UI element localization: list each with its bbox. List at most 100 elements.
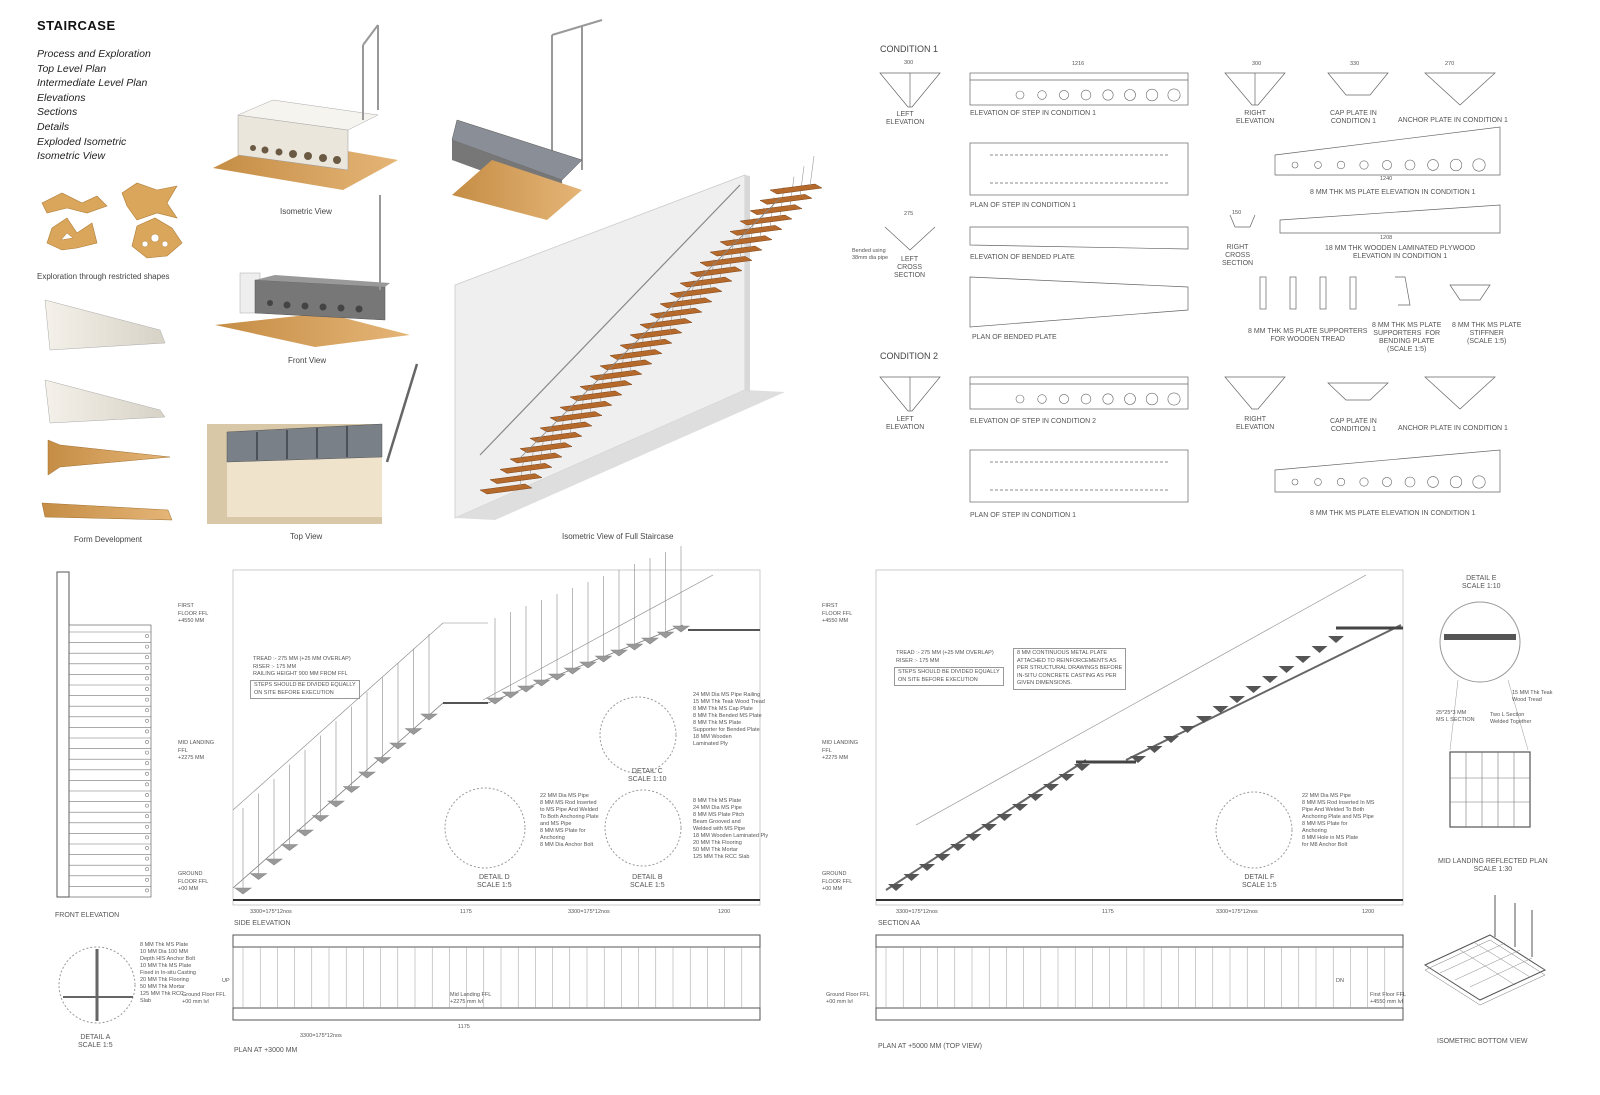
plate-hole	[1382, 477, 1392, 487]
section-bracket	[1196, 716, 1212, 723]
up-label: UP	[222, 978, 230, 984]
section-bracket	[1146, 746, 1163, 753]
step-hole	[1145, 88, 1159, 102]
section-aa-label: SECTION AA	[878, 920, 921, 927]
side-bracket	[404, 728, 423, 735]
section-first-floor-level: FIRST FLOOR FFL +4550 MM	[822, 603, 853, 624]
isometric-bottom-label: ISOMETRIC BOTTOM VIEW	[1437, 1038, 1528, 1045]
front-post-circle	[145, 824, 149, 829]
section-bracket	[1027, 794, 1044, 801]
section-bracket	[934, 854, 951, 861]
plate-hole	[1472, 475, 1486, 489]
stair-tread	[629, 328, 683, 340]
detail-d-callouts: 22 MM Dia MS Pipe 8 MM MS Rod Inserted t…	[540, 793, 599, 848]
menu-item[interactable]: Details	[37, 120, 70, 133]
front-post-circle	[145, 867, 149, 872]
menu-item[interactable]: Exploded Isometric	[37, 135, 127, 148]
section-bracket	[1262, 676, 1278, 683]
menu-item[interactable]: Top Level Plan	[37, 62, 107, 75]
section-ground-floor-level: GROUND FLOOR FFL +00 MM	[822, 871, 853, 892]
side-bracket	[265, 858, 283, 866]
supporters-bending-label: 8 MM THK MS PLATE SUPPORTERS FOR BENDING…	[1372, 322, 1442, 353]
front-post-circle	[145, 750, 149, 755]
dim-300: 300	[904, 60, 914, 66]
stair-tread	[749, 204, 803, 215]
detail-e-callout-lsection: Two L Section Welded Together	[1490, 712, 1532, 725]
exploration-shapes	[41, 182, 183, 259]
section-first-ffl: First Floor FFL +4550 mm lvl	[1370, 992, 1407, 1005]
stair-tread	[709, 245, 763, 257]
railing	[519, 197, 781, 459]
plate-hole	[1291, 161, 1299, 169]
sec-dim-4: 1200	[1362, 909, 1375, 915]
first-floor-level: FIRST FLOOR FFL +4550 MM	[178, 603, 209, 624]
section-bracket	[1130, 756, 1146, 763]
section-bracket	[1278, 666, 1295, 673]
ms-plate-elev-label-2: 8 MM THK MS PLATE ELEVATION IN CONDITION…	[1310, 510, 1476, 517]
plan-step-c1-label-2: PLAN OF STEP IN CONDITION 1	[970, 512, 1077, 519]
elev-step-c2-label: ELEVATION OF STEP IN CONDITION 2	[970, 418, 1097, 425]
stair-tread	[489, 473, 543, 484]
side-bracket	[234, 887, 252, 895]
step-hole	[1059, 90, 1069, 100]
detail-c-callouts: 24 MM Dia MS Pipe Railing 15 MM Thk Teak…	[693, 692, 765, 747]
side-bracket	[373, 757, 392, 764]
anchor-plate-label: ANCHOR PLATE IN CONDITION 1	[1398, 117, 1508, 124]
step-hole	[1167, 88, 1181, 102]
detail-e-callout-tread: 15 MM Thk Teak Wood Tread	[1512, 690, 1553, 703]
front-view-model-photo	[215, 195, 410, 347]
step-hole	[1102, 89, 1114, 101]
side-bracket	[358, 771, 376, 779]
plan-5000-label: PLAN AT +5000 MM (TOP VIEW)	[878, 1043, 982, 1050]
menu-item[interactable]: Intermediate Level Plan	[37, 77, 148, 90]
menu-item[interactable]: Sections	[37, 106, 78, 119]
section-bracket	[1212, 706, 1229, 713]
detail-d-label: DETAIL D SCALE 1:5	[477, 874, 512, 889]
section-bracket	[919, 864, 935, 871]
stair-tread	[479, 483, 533, 495]
side-bracket	[641, 637, 659, 645]
side-bracket	[342, 786, 361, 793]
condition-1-heading: CONDITION 1	[880, 44, 939, 54]
metal-plate-note: 8 MM CONTINUOUS METAL PLATE ATTACHED TO …	[1013, 648, 1127, 690]
mid-landing-level: MID LANDING FFL +2275 MM	[178, 740, 215, 761]
sec-dim-3: 3300=175*12nos	[1216, 909, 1258, 915]
menu-item[interactable]: Process and Exploration	[37, 48, 151, 60]
front-post-circle	[145, 846, 149, 850]
section-bracket	[1245, 686, 1262, 693]
isometric-caption: Isometric View	[280, 207, 332, 216]
step-hole	[1037, 394, 1047, 404]
stair-tread	[579, 380, 633, 391]
front-post-circle	[145, 761, 149, 766]
detail-e-label: DETAIL E SCALE 1:10	[1462, 575, 1501, 590]
front-post-circle	[145, 644, 149, 649]
front-post-circle	[145, 877, 149, 882]
stair-tread	[499, 463, 553, 474]
step-hole	[1102, 393, 1114, 405]
section-bracket	[1311, 646, 1328, 653]
side-bracket	[594, 655, 613, 663]
condition-2-heading: CONDITION 2	[880, 351, 939, 361]
isometric-bottom-view	[1423, 895, 1547, 1006]
stair-tread	[639, 318, 693, 329]
plan-step-c1-label: PLAN OF STEP IN CONDITION 1	[970, 202, 1077, 209]
dim-150: 150	[1232, 210, 1242, 216]
section-bracket	[950, 844, 966, 851]
section-bracket	[1012, 804, 1028, 811]
section-bracket	[996, 814, 1013, 821]
left-elevation-label: LEFT ELEVATION	[886, 111, 925, 126]
form-caption: Form Development	[74, 535, 143, 544]
stair-tread	[529, 432, 583, 443]
side-bracket	[563, 667, 582, 675]
front-caption: Front View	[288, 356, 327, 365]
menu-item[interactable]: Elevations	[37, 91, 86, 104]
step-hole	[1167, 392, 1181, 406]
stair-tread	[719, 235, 773, 246]
condition-drawings	[879, 72, 1501, 503]
mid-landing-ffl-label: Mid Landing FFL +2275 mm lvl	[450, 992, 492, 1005]
section-mid-landing-level: MID LANDING FFL +2275 MM	[822, 740, 859, 761]
menu-item[interactable]: Isometric View	[37, 150, 106, 163]
railing-post	[809, 155, 815, 187]
stair-tread	[689, 266, 743, 278]
front-post-circle	[145, 814, 149, 819]
